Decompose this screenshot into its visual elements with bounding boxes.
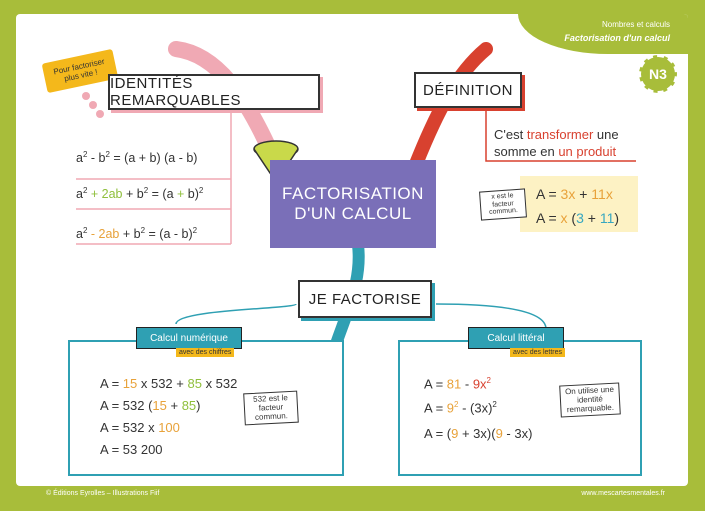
factorise-title: JE FACTORISE — [298, 280, 432, 318]
definition-note: x est le facteur commun. — [479, 188, 527, 221]
level-badge: N3 — [639, 55, 677, 93]
definition-eq2: A = x (3 + 11) — [536, 210, 620, 226]
numerique-line-2: A = 532 (15 + 85) — [100, 398, 201, 413]
center-title: FACTORISATION D'UN CALCUL — [270, 160, 436, 248]
litteral-subtag: avec des lettres — [510, 348, 566, 357]
litteral-line-1: A = 81 - 9x2 — [424, 376, 491, 392]
litteral-line-2: A = 92 - (3x)2 — [424, 400, 497, 416]
numerique-subtag: avec des chiffres — [176, 348, 235, 357]
definition-eq1: A = 3x + 11x — [536, 186, 613, 202]
identity-formula-3: a2 - 2ab + b2 = (a - b)2 — [76, 226, 198, 242]
numerique-tag: Calcul numérique — [136, 327, 242, 349]
mind-map-card: Nombres et calculs Factorisation d'un ca… — [16, 14, 688, 486]
numerique-line-4: A = 53 200 — [100, 442, 163, 457]
litteral-tag: Calcul littéral — [468, 327, 564, 349]
bubble-dots-icon — [82, 92, 104, 118]
identity-formula-2: a2 + 2ab + b2 = (a + b)2 — [76, 186, 204, 202]
definition-example — [520, 176, 638, 232]
center-title-line2: D'UN CALCUL — [294, 204, 412, 223]
identity-formula-1: a2 - b2 = (a + b) (a - b) — [76, 150, 198, 166]
litteral-note: On utilise une identité remarquable. — [559, 382, 621, 418]
header-title: Factorisation d'un calcul — [564, 33, 670, 43]
definition-text: C'est transformer une somme en un produi… — [494, 127, 619, 159]
litteral-line-3: A = (9 + 3x)(9 - 3x) — [424, 426, 533, 441]
footer-copyright: © Éditions Eyrolles – Illustrations Fiif — [46, 490, 160, 497]
header-category: Nombres et calculs — [601, 20, 670, 29]
center-title-line1: FACTORISATION — [282, 184, 424, 203]
numerique-line-3: A = 532 x 100 — [100, 420, 180, 435]
definition-title: DÉFINITION — [414, 72, 522, 108]
numerique-line-1: A = 15 x 532 + 85 x 532 — [100, 376, 238, 391]
numerique-note: 532 est le facteur commun. — [243, 390, 299, 426]
identites-title: IDENTITÉS REMARQUABLES — [108, 74, 320, 110]
footer-website[interactable]: www.mescartesmentales.fr — [581, 490, 665, 497]
